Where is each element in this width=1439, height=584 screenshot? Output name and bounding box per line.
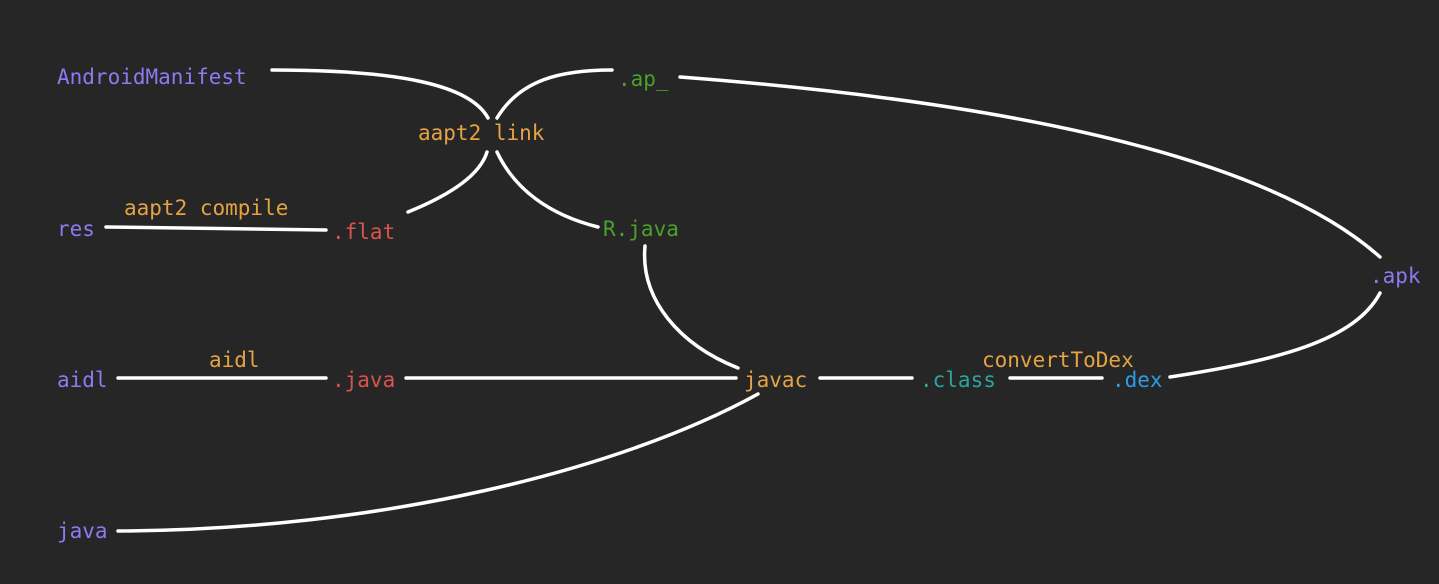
edge-flat-to-aapt2-link [406,150,489,214]
edge-ap-to-apk [678,75,1382,259]
edge-dex-to-apk [1168,291,1382,379]
edge-manifest-to-aapt2-link [270,68,490,120]
artifact-r-java: R.java [603,217,679,241]
artifact-ap: .ap_ [618,67,669,91]
tool-convert-to-dex: convertToDex [982,348,1134,372]
tool-aidl: aidl [209,348,260,372]
edge-java-to-javac [116,392,760,533]
edge-rjava-to-javac [642,244,740,370]
artifact-dex: .dex [1112,368,1163,392]
tool-aapt2-link: aapt2 link [418,121,545,145]
edge-aapt2-link-to-ap [495,68,614,120]
source-aidl: aidl [57,368,108,392]
artifact-generated-java: .java [332,368,396,392]
tool-aapt2-compile: aapt2 compile [124,196,289,220]
tool-javac: javac [744,368,808,392]
source-android-manifest: AndroidManifest [57,65,247,89]
artifact-class: .class [920,368,996,392]
source-java: java [57,519,108,543]
source-res: res [57,217,95,241]
edge-res-to-flat [104,225,328,232]
artifact-flat: .flat [332,220,396,244]
output-apk: .apk [1370,264,1421,288]
edge-aapt2-link-to-rjava [495,150,600,229]
